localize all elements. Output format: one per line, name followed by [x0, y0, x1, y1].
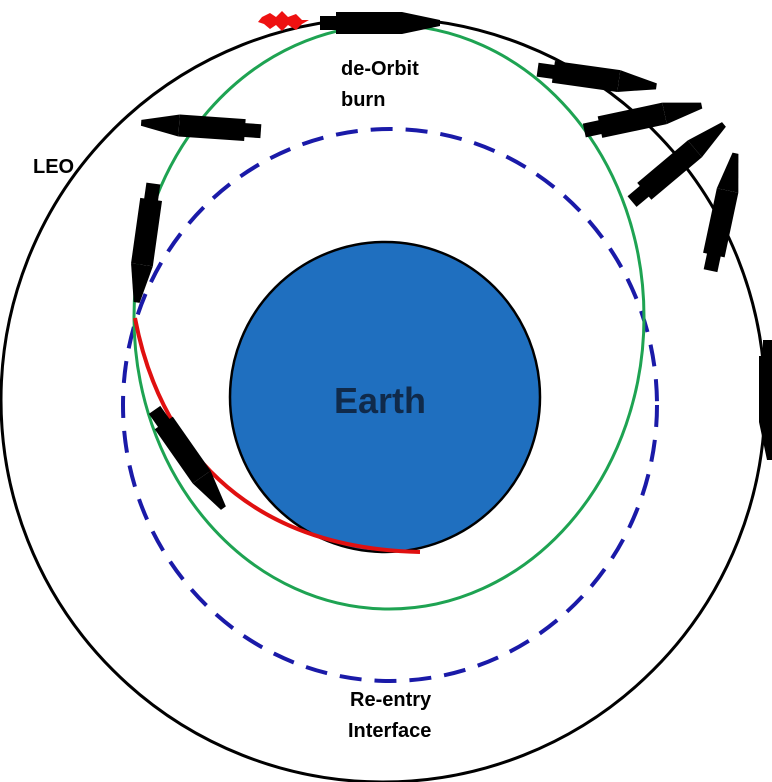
spacecraft-icon: [536, 58, 658, 98]
reentry-path: [133, 317, 421, 554]
spacecraft-icon: [582, 94, 704, 142]
spacecraft-icon: [759, 340, 772, 460]
reentry-interface-label-line1: Re-entry: [350, 689, 432, 711]
burn-flame-icon: [258, 11, 309, 31]
spacecraft-icon: [320, 12, 440, 34]
spacecraft-icon: [699, 151, 747, 273]
earth-label: Earth: [334, 380, 426, 421]
spacecraft-icon: [140, 111, 262, 143]
earth: [228, 240, 542, 554]
spacecraft-icon: [624, 116, 732, 210]
deorbit-burn-label-line1: de-Orbit: [341, 58, 419, 80]
reentry-interface-orbit: [121, 127, 659, 683]
leo-label: LEO: [33, 156, 74, 178]
deorbit-burn-label-line2: burn: [341, 89, 385, 111]
spacecraft-icon: [125, 182, 165, 304]
reentry-interface-label-line2: Interface: [348, 720, 431, 742]
